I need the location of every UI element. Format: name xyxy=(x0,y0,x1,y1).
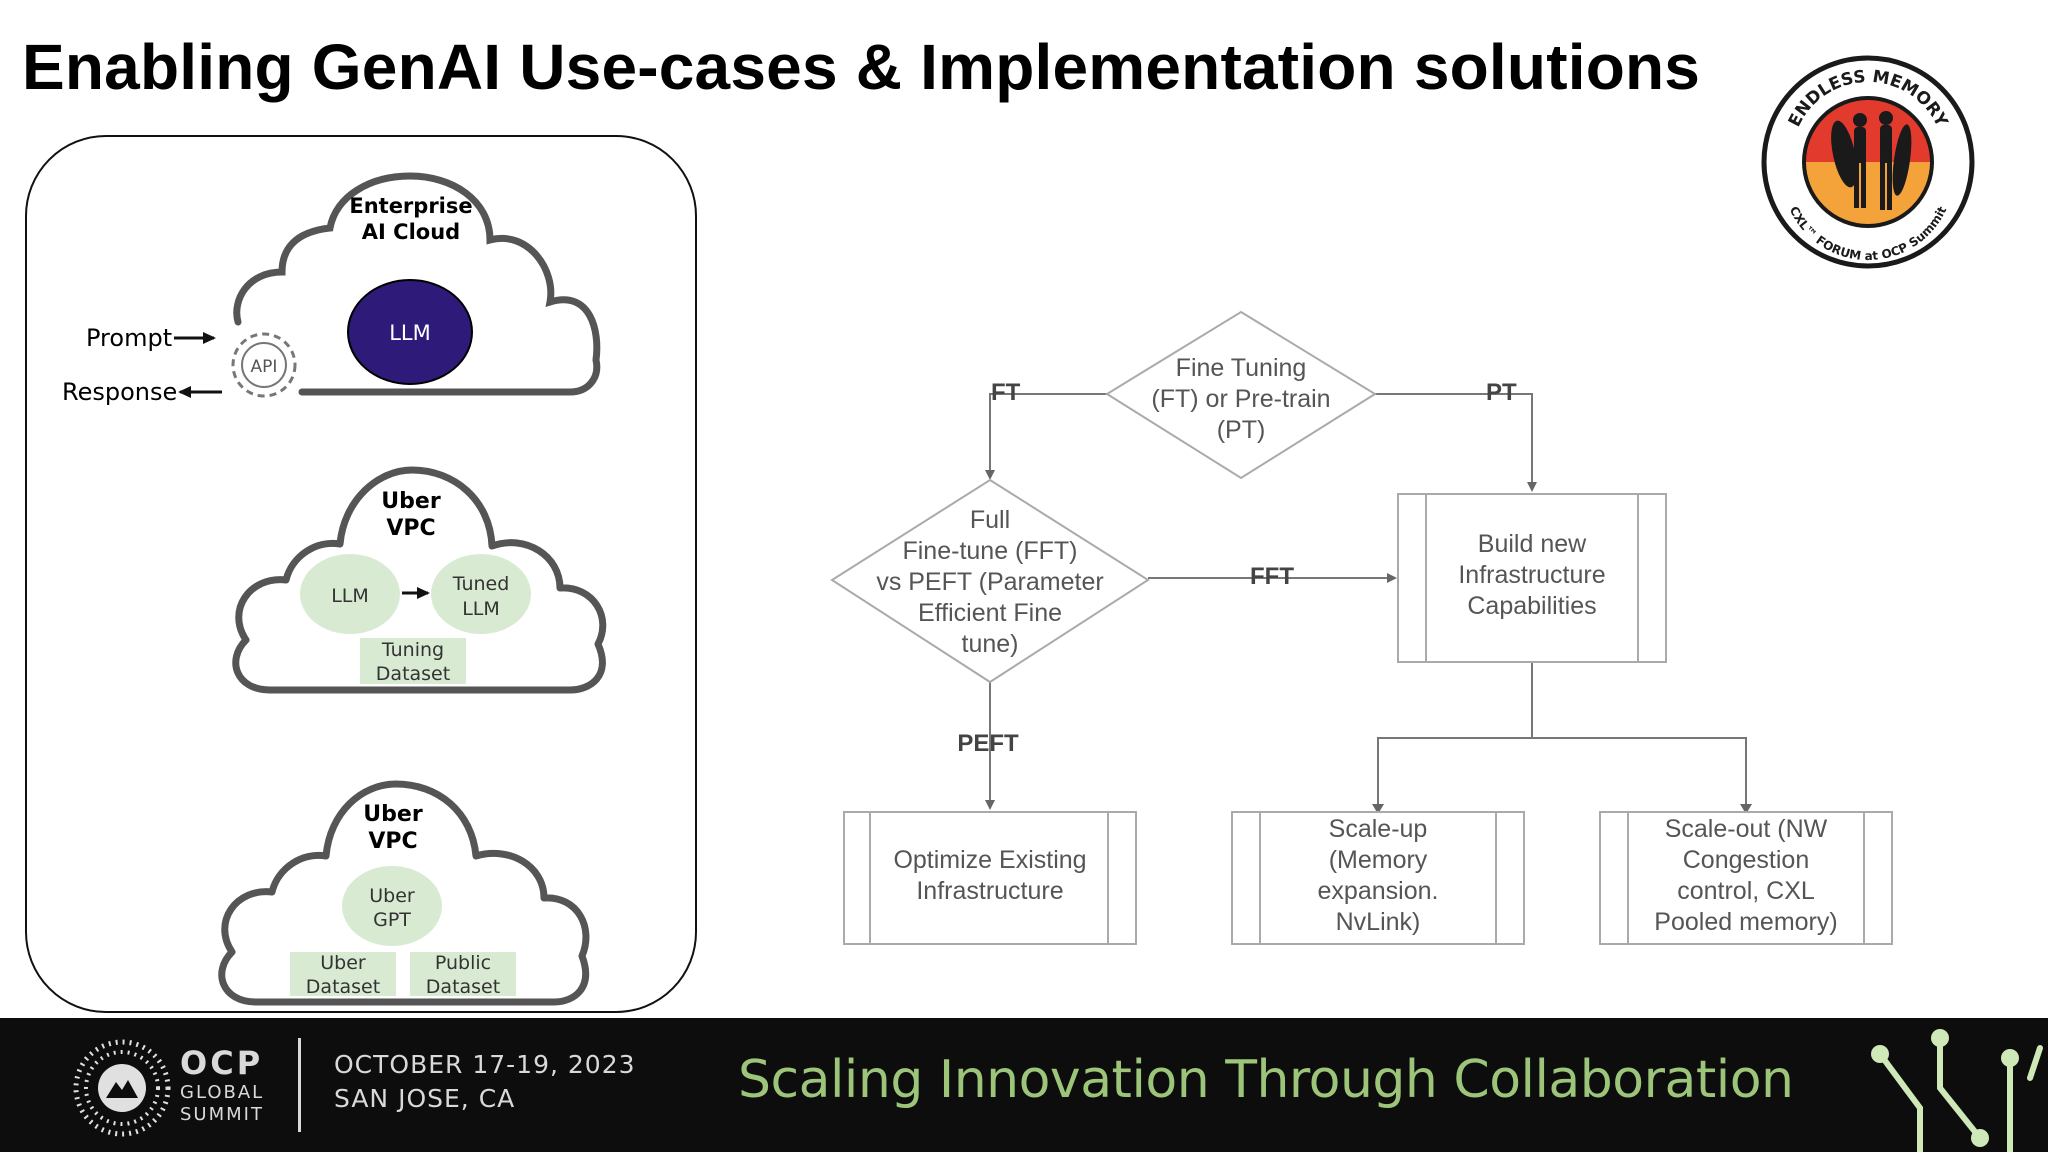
uber-dataset-line1: Uber xyxy=(320,952,366,974)
scaleout-line3: control, CXL xyxy=(1677,877,1815,905)
scaleout-line1: Scale-out (NW xyxy=(1665,815,1828,843)
llm-node xyxy=(347,279,473,385)
build-line2: Infrastructure xyxy=(1458,561,1605,589)
fft-edge-label: FFT xyxy=(1250,563,1294,590)
peft-edge-label: PEFT xyxy=(957,730,1019,757)
cloud3-title-line1: Uber xyxy=(363,802,423,827)
cloud2-title-line1: Uber xyxy=(381,489,441,514)
ft-edge-label: FT xyxy=(991,379,1021,406)
tuning-dataset-box xyxy=(360,638,466,684)
optimize-line2: Infrastructure xyxy=(916,877,1063,905)
build-line3: Capabilities xyxy=(1467,592,1596,620)
decision2-line4: Efficient Fine xyxy=(918,599,1062,627)
optimize-line1: Optimize Existing xyxy=(893,846,1086,874)
endless-memory-logo: ENDLESS MEMORY CXL™ FORUM at OCP Summit xyxy=(1760,54,1976,270)
decision2-line3: vs PEFT (Parameter xyxy=(876,568,1103,596)
ft-or-pt-decision xyxy=(1105,310,1377,480)
scaleout-line4: Pooled memory) xyxy=(1654,908,1837,936)
base-llm-label: LLM xyxy=(331,585,369,607)
event-location: SAN JOSE, CA xyxy=(334,1084,516,1113)
base-llm-node xyxy=(300,554,400,634)
tuned-llm-line1: Tuned xyxy=(452,573,510,595)
uber-gpt-line1: Uber xyxy=(369,885,415,907)
tuning-dataset-line2: Dataset xyxy=(376,663,450,685)
scale-branch-connector xyxy=(1377,737,1747,808)
decision1-line3: (PT) xyxy=(1217,416,1266,444)
decision2-line5: tune) xyxy=(962,630,1019,658)
footer-banner: OCP GLOBAL SUMMIT OCTOBER 17-19, 2023 SA… xyxy=(0,1018,2048,1152)
scaleup-line1: Scale-up xyxy=(1329,815,1428,843)
cloud2-title-line2: VPC xyxy=(386,516,435,541)
build-infrastructure-box xyxy=(1397,493,1667,663)
public-dataset-line1: Public xyxy=(435,952,491,974)
use-case-panel: Enterprise AI Cloud LLM API Prompt Respo… xyxy=(25,135,697,1013)
build-line1: Build new xyxy=(1478,530,1587,558)
brand-line3: SUMMIT xyxy=(180,1104,264,1125)
api-gear-icon: API xyxy=(231,332,297,398)
brand-line2: GLOBAL xyxy=(180,1082,265,1103)
scale-up-box xyxy=(1231,811,1525,945)
cloud1-title-line2: AI Cloud xyxy=(362,220,460,244)
slide-canvas: Enterprise AI Cloud LLM API Prompt Respo… xyxy=(25,54,1976,1013)
uber-vpc-cloud-tuning: Uber VPC LLM Tuned LLM Tuning Dataset xyxy=(232,466,607,694)
cloud3-title-line2: VPC xyxy=(368,829,417,854)
uber-dataset-line2: Dataset xyxy=(306,976,380,998)
scaleup-line4: NvLink) xyxy=(1336,908,1421,936)
ocp-sunburst-icon xyxy=(73,1039,171,1137)
public-dataset-box xyxy=(410,952,516,996)
decision1-line1: Fine Tuning xyxy=(1176,354,1307,382)
uber-gpt-node xyxy=(342,866,442,946)
optimize-infrastructure-box xyxy=(843,811,1137,945)
uber-dataset-box xyxy=(290,952,396,996)
decision2-line1: Full xyxy=(970,506,1010,534)
decision2-line2: Fine-tune (FFT) xyxy=(902,537,1077,565)
prompt-label: Prompt xyxy=(86,324,172,352)
ft-connector xyxy=(985,393,1107,480)
event-tagline: Scaling Innovation Through Collaboration xyxy=(738,1050,1794,1110)
cloud1-title-line1: Enterprise xyxy=(349,194,472,218)
scaleout-line2: Congestion xyxy=(1683,846,1809,874)
fft-vs-peft-decision xyxy=(830,478,1150,684)
event-date: OCTOBER 17-19, 2023 xyxy=(334,1050,636,1079)
pt-connector xyxy=(1375,393,1537,492)
uber-vpc-cloud-gpt: Uber VPC Uber GPT Uber Dataset Public Da… xyxy=(218,780,590,1006)
scaleup-line2: (Memory xyxy=(1329,846,1428,874)
response-label: Response xyxy=(62,378,177,406)
circuit-decoration-icon xyxy=(1871,1029,2043,1152)
uber-gpt-line2: GPT xyxy=(373,909,411,931)
api-label: API xyxy=(251,357,278,377)
enterprise-ai-cloud: Enterprise AI Cloud LLM API Prompt Respo… xyxy=(62,172,601,406)
brand-line1: OCP xyxy=(180,1044,264,1082)
tuned-llm-line2: LLM xyxy=(462,598,500,620)
scaleup-line3: expansion. xyxy=(1318,877,1439,905)
slide-title: Enabling GenAI Use-cases & Implementatio… xyxy=(22,31,1701,103)
scale-out-box xyxy=(1599,811,1893,945)
footer-divider xyxy=(298,1038,301,1132)
tuned-llm-node xyxy=(431,554,531,634)
surfer-silhouette-icon xyxy=(1831,111,1912,210)
implementation-flowchart: FT PT FFT PEFT Fine Tuning (FT) or Pre-t… xyxy=(830,310,1893,945)
public-dataset-line2: Dataset xyxy=(426,976,500,998)
tuning-dataset-line1: Tuning xyxy=(381,639,444,661)
pt-edge-label: PT xyxy=(1486,379,1517,406)
decision1-line2: (FT) or Pre-train xyxy=(1151,385,1330,413)
llm-node-label: LLM xyxy=(389,321,431,345)
